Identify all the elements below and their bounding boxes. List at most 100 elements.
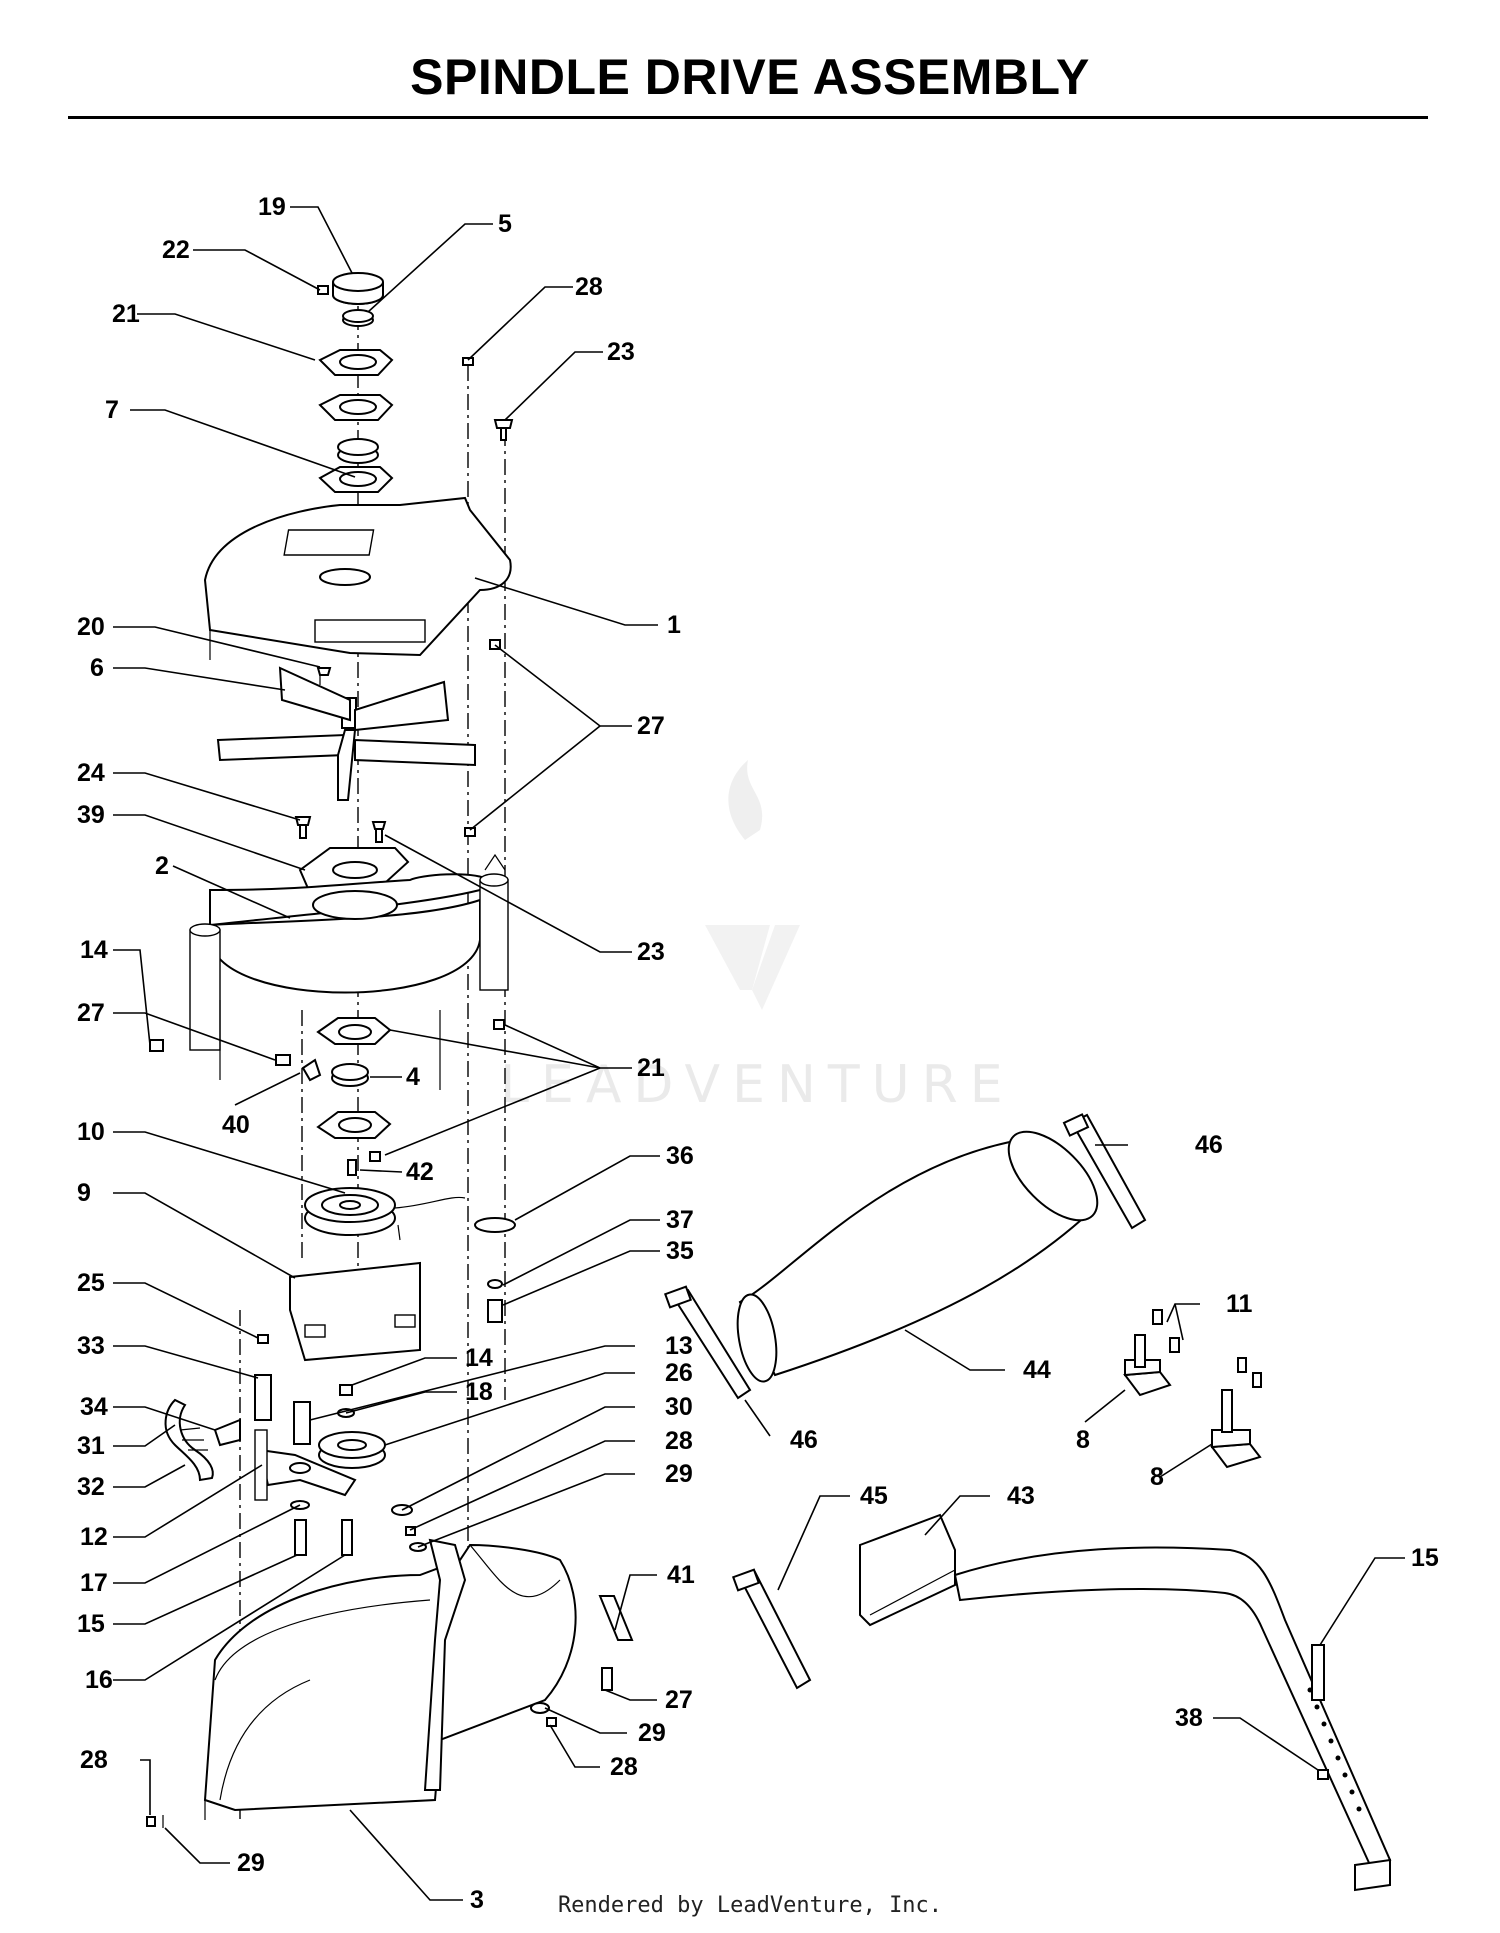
pulley-part-10 xyxy=(304,1187,396,1236)
screw-part-28-top xyxy=(462,357,474,366)
callout-35: 35 xyxy=(666,1237,694,1265)
spacer-part-13 xyxy=(293,1401,311,1445)
callout-2: 2 xyxy=(155,852,169,880)
clamp-part-46-upper xyxy=(1062,1113,1147,1230)
callout-3: 3 xyxy=(470,1886,484,1914)
drive-belt xyxy=(394,1196,466,1241)
callout-41: 41 xyxy=(667,1561,695,1589)
handle-part-38 xyxy=(953,1546,1392,1892)
plate-part-43 xyxy=(859,1513,956,1627)
housing-part-2 xyxy=(189,853,509,1090)
bolt-part-15-right xyxy=(1311,1644,1325,1701)
render-credit-footer: Rendered by LeadVenture, Inc. xyxy=(557,1893,943,1918)
callout-40: 40 xyxy=(222,1111,250,1139)
callout-18: 18 xyxy=(465,1378,493,1406)
callout-8: 8 xyxy=(1150,1463,1164,1491)
nut-part-28-mid xyxy=(405,1526,416,1536)
chute-tube-part-44 xyxy=(736,1130,1099,1383)
callout-labels: 19 5 22 28 21 23 7 1 20 6 27 24 39 2 23 … xyxy=(77,193,1439,1914)
bolt-part-20 xyxy=(316,667,332,676)
clamp-part-46-lower xyxy=(663,1285,752,1400)
nut-part-27-top xyxy=(489,639,501,650)
bolt-part-24 xyxy=(294,816,312,839)
callout-1: 1 xyxy=(667,611,681,639)
callout-36: 36 xyxy=(666,1142,694,1170)
belt-guard-part-9 xyxy=(289,1261,421,1362)
callout-29: 29 xyxy=(665,1460,693,1488)
nut-part-28-low xyxy=(546,1717,557,1727)
bracket-part-8-lower xyxy=(1210,1389,1262,1469)
nut-part-27-mid xyxy=(464,827,476,837)
nut-part-38 xyxy=(1317,1769,1329,1780)
callout-39: 39 xyxy=(77,801,105,829)
nut-part-21-lower xyxy=(493,1019,505,1030)
cap-part-19 xyxy=(332,272,384,305)
bearing-flange-lower xyxy=(316,1017,392,1139)
bolt-part-15-left xyxy=(294,1519,307,1556)
callout-32: 32 xyxy=(77,1473,105,1501)
callout-31: 31 xyxy=(77,1432,105,1460)
callout-38: 38 xyxy=(1175,1704,1203,1732)
callout-19: 19 xyxy=(258,193,286,221)
spring-part-31 xyxy=(164,1398,214,1482)
callout-28: 28 xyxy=(80,1746,108,1774)
nut-part-21-bottom xyxy=(369,1151,381,1162)
callout-28: 28 xyxy=(575,273,603,301)
leadventure-watermark: LEADVENTURE xyxy=(500,760,1003,1115)
nut-part-14-lower xyxy=(339,1384,353,1396)
callout-16: 16 xyxy=(85,1666,113,1694)
bearing-flange-upper xyxy=(318,349,394,421)
bolt-part-23-mid xyxy=(371,821,387,843)
callout-27: 27 xyxy=(637,712,665,740)
spacer-part-33 xyxy=(254,1374,272,1421)
bolt-part-16 xyxy=(341,1519,353,1556)
callout-28: 28 xyxy=(610,1753,638,1781)
callout-leader-lines xyxy=(113,206,1405,1901)
callout-21: 21 xyxy=(637,1054,665,1082)
clamp-part-45 xyxy=(731,1568,812,1690)
bracket-part-8-upper xyxy=(1123,1334,1172,1397)
callout-15: 15 xyxy=(77,1610,105,1638)
callout-15: 15 xyxy=(1411,1544,1439,1572)
callout-13: 13 xyxy=(665,1332,693,1360)
page-title: SPINDLE DRIVE ASSEMBLY xyxy=(410,49,1090,105)
seal-part-5 xyxy=(342,309,374,327)
nut-part-28-bottom xyxy=(146,1816,156,1827)
callout-37: 37 xyxy=(666,1206,694,1234)
washer-part-37 xyxy=(487,1279,503,1289)
callout-28: 28 xyxy=(665,1427,693,1455)
callout-20: 20 xyxy=(77,613,105,641)
callout-8: 8 xyxy=(1076,1426,1090,1454)
callout-29: 29 xyxy=(237,1849,265,1877)
callout-7: 7 xyxy=(105,396,119,424)
callout-46: 46 xyxy=(790,1426,818,1454)
callout-26: 26 xyxy=(665,1359,693,1387)
bolt-part-27-bottom xyxy=(601,1667,613,1691)
callout-24: 24 xyxy=(77,759,105,787)
callout-10: 10 xyxy=(77,1118,105,1146)
callout-33: 33 xyxy=(77,1332,105,1360)
callout-34: 34 xyxy=(80,1393,108,1421)
callout-27: 27 xyxy=(77,999,105,1027)
callout-21: 21 xyxy=(112,300,140,328)
callout-17: 17 xyxy=(80,1569,108,1597)
idler-pulley-part-26 xyxy=(318,1431,386,1469)
callout-30: 30 xyxy=(665,1393,693,1421)
title-divider xyxy=(68,116,1428,119)
callout-27: 27 xyxy=(665,1686,693,1714)
washer-part-29-low xyxy=(530,1702,550,1714)
callout-23: 23 xyxy=(607,338,635,366)
callout-14: 14 xyxy=(465,1344,493,1372)
spacer-part-40 xyxy=(301,1058,322,1082)
callout-9: 9 xyxy=(77,1179,91,1207)
callout-6: 6 xyxy=(90,654,104,682)
washer-part-36 xyxy=(474,1217,516,1233)
callout-22: 22 xyxy=(162,236,190,264)
discharge-chute-part-3 xyxy=(203,1538,577,1820)
impeller-part-6 xyxy=(216,666,476,801)
nut-part-22 xyxy=(317,285,329,295)
callout-25: 25 xyxy=(77,1269,105,1297)
spacer-part-35 xyxy=(487,1299,503,1323)
callout-5: 5 xyxy=(498,210,512,238)
